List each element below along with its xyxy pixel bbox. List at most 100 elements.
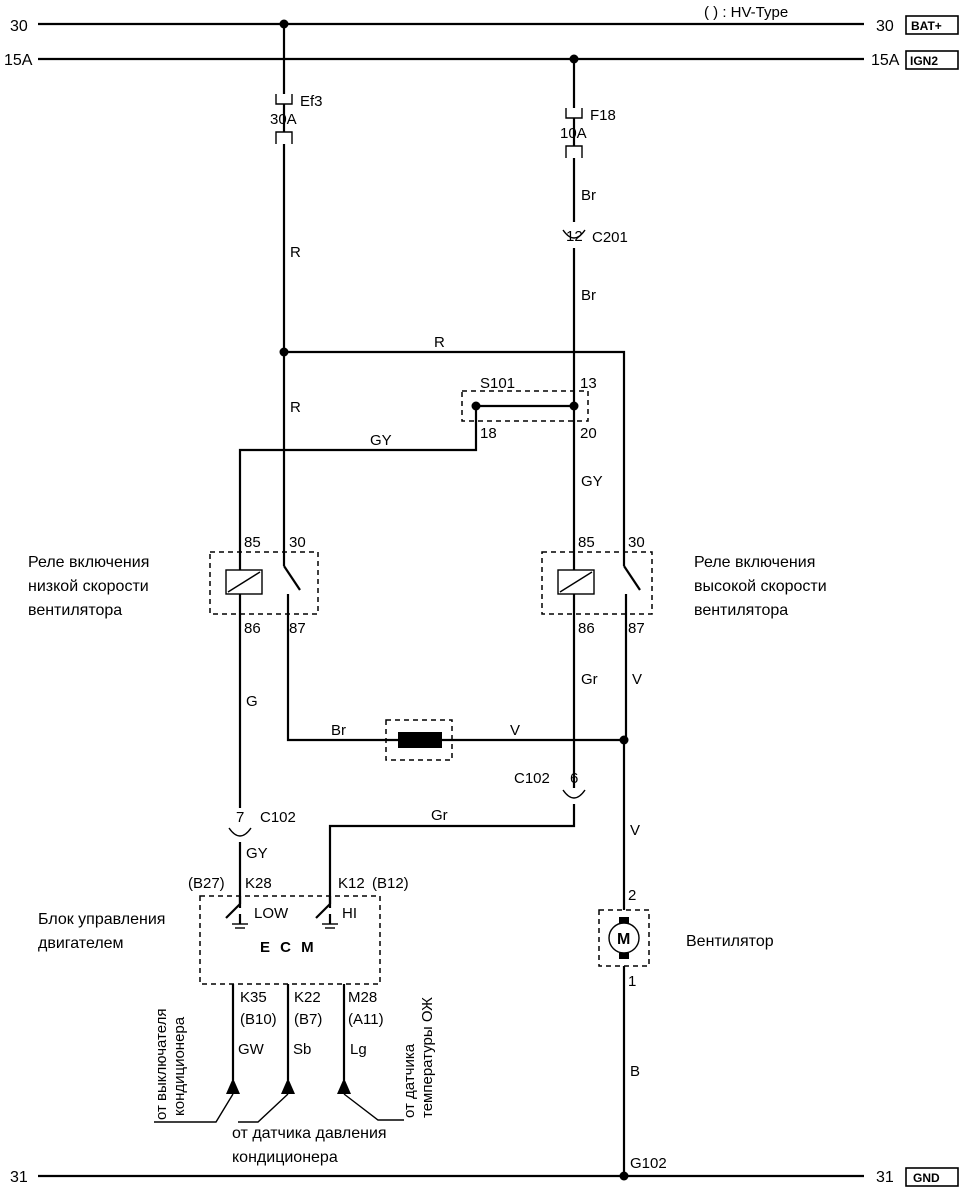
relay-high-title-3: вентилятора <box>694 602 788 619</box>
ecm-low-label: LOW <box>254 905 289 922</box>
rail-31: 31 31 GND <box>10 1167 959 1187</box>
relay-low-title-1: Реле включения <box>28 554 149 571</box>
wire-gy-low-relay: GY <box>238 406 478 552</box>
fuse-f18: F18 10A Br <box>560 59 616 222</box>
c102-pin7: 7 <box>236 809 244 826</box>
ac-switch-line2: кондиционера <box>171 1016 188 1116</box>
c201-pin: 12 <box>566 228 583 245</box>
relay-high-title-2: высокой скорости <box>694 578 827 595</box>
relay-high-title-1: Реле включения <box>694 554 815 571</box>
ecm-b10: (B10) <box>240 1011 277 1028</box>
wire-b-motor: B <box>630 1063 640 1080</box>
connector-c102-pin6: C102 6 Gr <box>328 770 586 908</box>
ecm-title-1: Блок управления <box>38 911 165 928</box>
relay-high-pin85: 85 <box>578 534 595 551</box>
relay-high-pin87: 87 <box>628 620 645 637</box>
connector-c201: 12 C201 Br <box>562 228 628 406</box>
wire-gr-ecm: Gr <box>431 807 448 824</box>
s101-pin18: 18 <box>480 425 497 442</box>
ecm-b7: (B7) <box>294 1011 322 1028</box>
input-arrow-ac-switch <box>226 1078 240 1094</box>
r-feed: R R <box>279 334 626 552</box>
splice-s101: S101 13 18 20 <box>461 375 597 442</box>
relay-high-pin30: 30 <box>628 534 645 551</box>
coolant-line2: температуры ОЖ <box>419 997 436 1118</box>
gnd-tag: GND <box>913 1171 940 1185</box>
motor-pin1: 1 <box>628 973 636 990</box>
rail-31-left-label: 31 <box>10 1169 28 1186</box>
ign2-tag: IGN2 <box>910 54 938 68</box>
relay-low-title-2: низкой скорости <box>28 578 149 595</box>
coolant-line1: от датчика <box>401 1043 418 1118</box>
ecm-k12: K12 <box>338 875 365 892</box>
wire-gy-s101: GY <box>370 432 392 449</box>
wire-sb-in: Sb <box>293 1041 311 1058</box>
ecm-block: Блок управления двигателем (B27) K28 K12… <box>38 875 409 1028</box>
input-arrow-coolant <box>337 1078 351 1094</box>
bat-plus-tag: BAT+ <box>911 19 942 33</box>
wire-gy-right: GY <box>581 473 603 490</box>
motor-title: Вентилятор <box>686 933 774 950</box>
relay-low-pin86: 86 <box>244 620 261 637</box>
s101-pin13: 13 <box>580 375 597 392</box>
c102-name-right: C102 <box>514 770 550 787</box>
ecm-b12: (B12) <box>372 875 409 892</box>
wire-v-res: V <box>510 722 520 739</box>
relay-low-pin30: 30 <box>289 534 306 551</box>
c102-pin6: 6 <box>570 770 578 787</box>
relay-high-speed: Реле включения высокой скорости вентилят… <box>541 534 827 637</box>
wire-gw-in: GW <box>238 1041 265 1058</box>
wire-v-right: V <box>632 671 642 688</box>
motor-symbol: M <box>617 931 630 948</box>
wire-lg-in: Lg <box>350 1041 367 1058</box>
ecm-title-2: двигателем <box>38 935 124 952</box>
ecm-k22: K22 <box>294 989 321 1006</box>
ac-pressure-line1: от датчика давления <box>232 1125 387 1142</box>
rail-15a: 15A 15A IGN2 <box>4 50 959 70</box>
s101-name: S101 <box>480 375 515 392</box>
relay-high-pin86: 86 <box>578 620 595 637</box>
fuse-ef3: Ef3 30A R <box>270 24 323 352</box>
ecm-hi-label: HI <box>342 905 357 922</box>
ecm-a11: (A11) <box>348 1011 384 1028</box>
motor-pin2: 2 <box>628 887 636 904</box>
wire-r-top: R <box>434 334 445 351</box>
c201-name: C201 <box>592 229 628 246</box>
fan-motor: 2 M Вентилятор 1 B G102 <box>598 887 774 1181</box>
s101-pin20: 20 <box>580 425 597 442</box>
ecm-m28: M28 <box>348 989 377 1006</box>
wire-r-ef3: R <box>290 244 301 261</box>
wire-br-c201: Br <box>581 287 596 304</box>
wire-br-f18: Br <box>581 187 596 204</box>
wire-gy-ecm: GY <box>246 845 268 862</box>
hv-type-note: ( ) : HV-Type <box>704 4 788 21</box>
ecm-k28: K28 <box>245 875 272 892</box>
rail-30: 30 30 BAT+ <box>10 15 959 35</box>
relay-low-speed: Реле включения низкой скорости вентилято… <box>28 534 319 637</box>
fuse-f18-name: F18 <box>590 107 616 124</box>
rail-30-right-label: 30 <box>876 18 894 35</box>
ecm-b27: (B27) <box>188 875 225 892</box>
ac-switch-line1: от выключателя <box>153 1009 170 1120</box>
wire-br-res: Br <box>331 722 346 739</box>
ecm-k35: K35 <box>240 989 267 1006</box>
input-arrow-ac-pressure <box>281 1078 295 1094</box>
relay-low-pin87: 87 <box>289 620 306 637</box>
relay-outputs: G Br V Gr V V <box>238 614 642 910</box>
g102-name: G102 <box>630 1155 667 1172</box>
relay-low-pin85: 85 <box>244 534 261 551</box>
ac-pressure-line2: кондиционера <box>232 1149 338 1166</box>
rail-15a-left-label: 15A <box>4 52 33 69</box>
c102-name-left: C102 <box>260 809 296 826</box>
ecm-name: E C M <box>260 939 317 956</box>
rail-15a-right-label: 15A <box>871 52 900 69</box>
rail-30-left-label: 30 <box>10 18 28 35</box>
connector-c102-pin7: 7 C102 GY <box>228 809 296 908</box>
fuse-ef3-rating: 30A <box>270 111 297 128</box>
wire-gr-right: Gr <box>581 671 598 688</box>
fuse-ef3-name: Ef3 <box>300 93 323 110</box>
wire-g-low: G <box>246 693 258 710</box>
relay-low-title-3: вентилятора <box>28 602 122 619</box>
rail-31-right-label: 31 <box>876 1169 894 1186</box>
